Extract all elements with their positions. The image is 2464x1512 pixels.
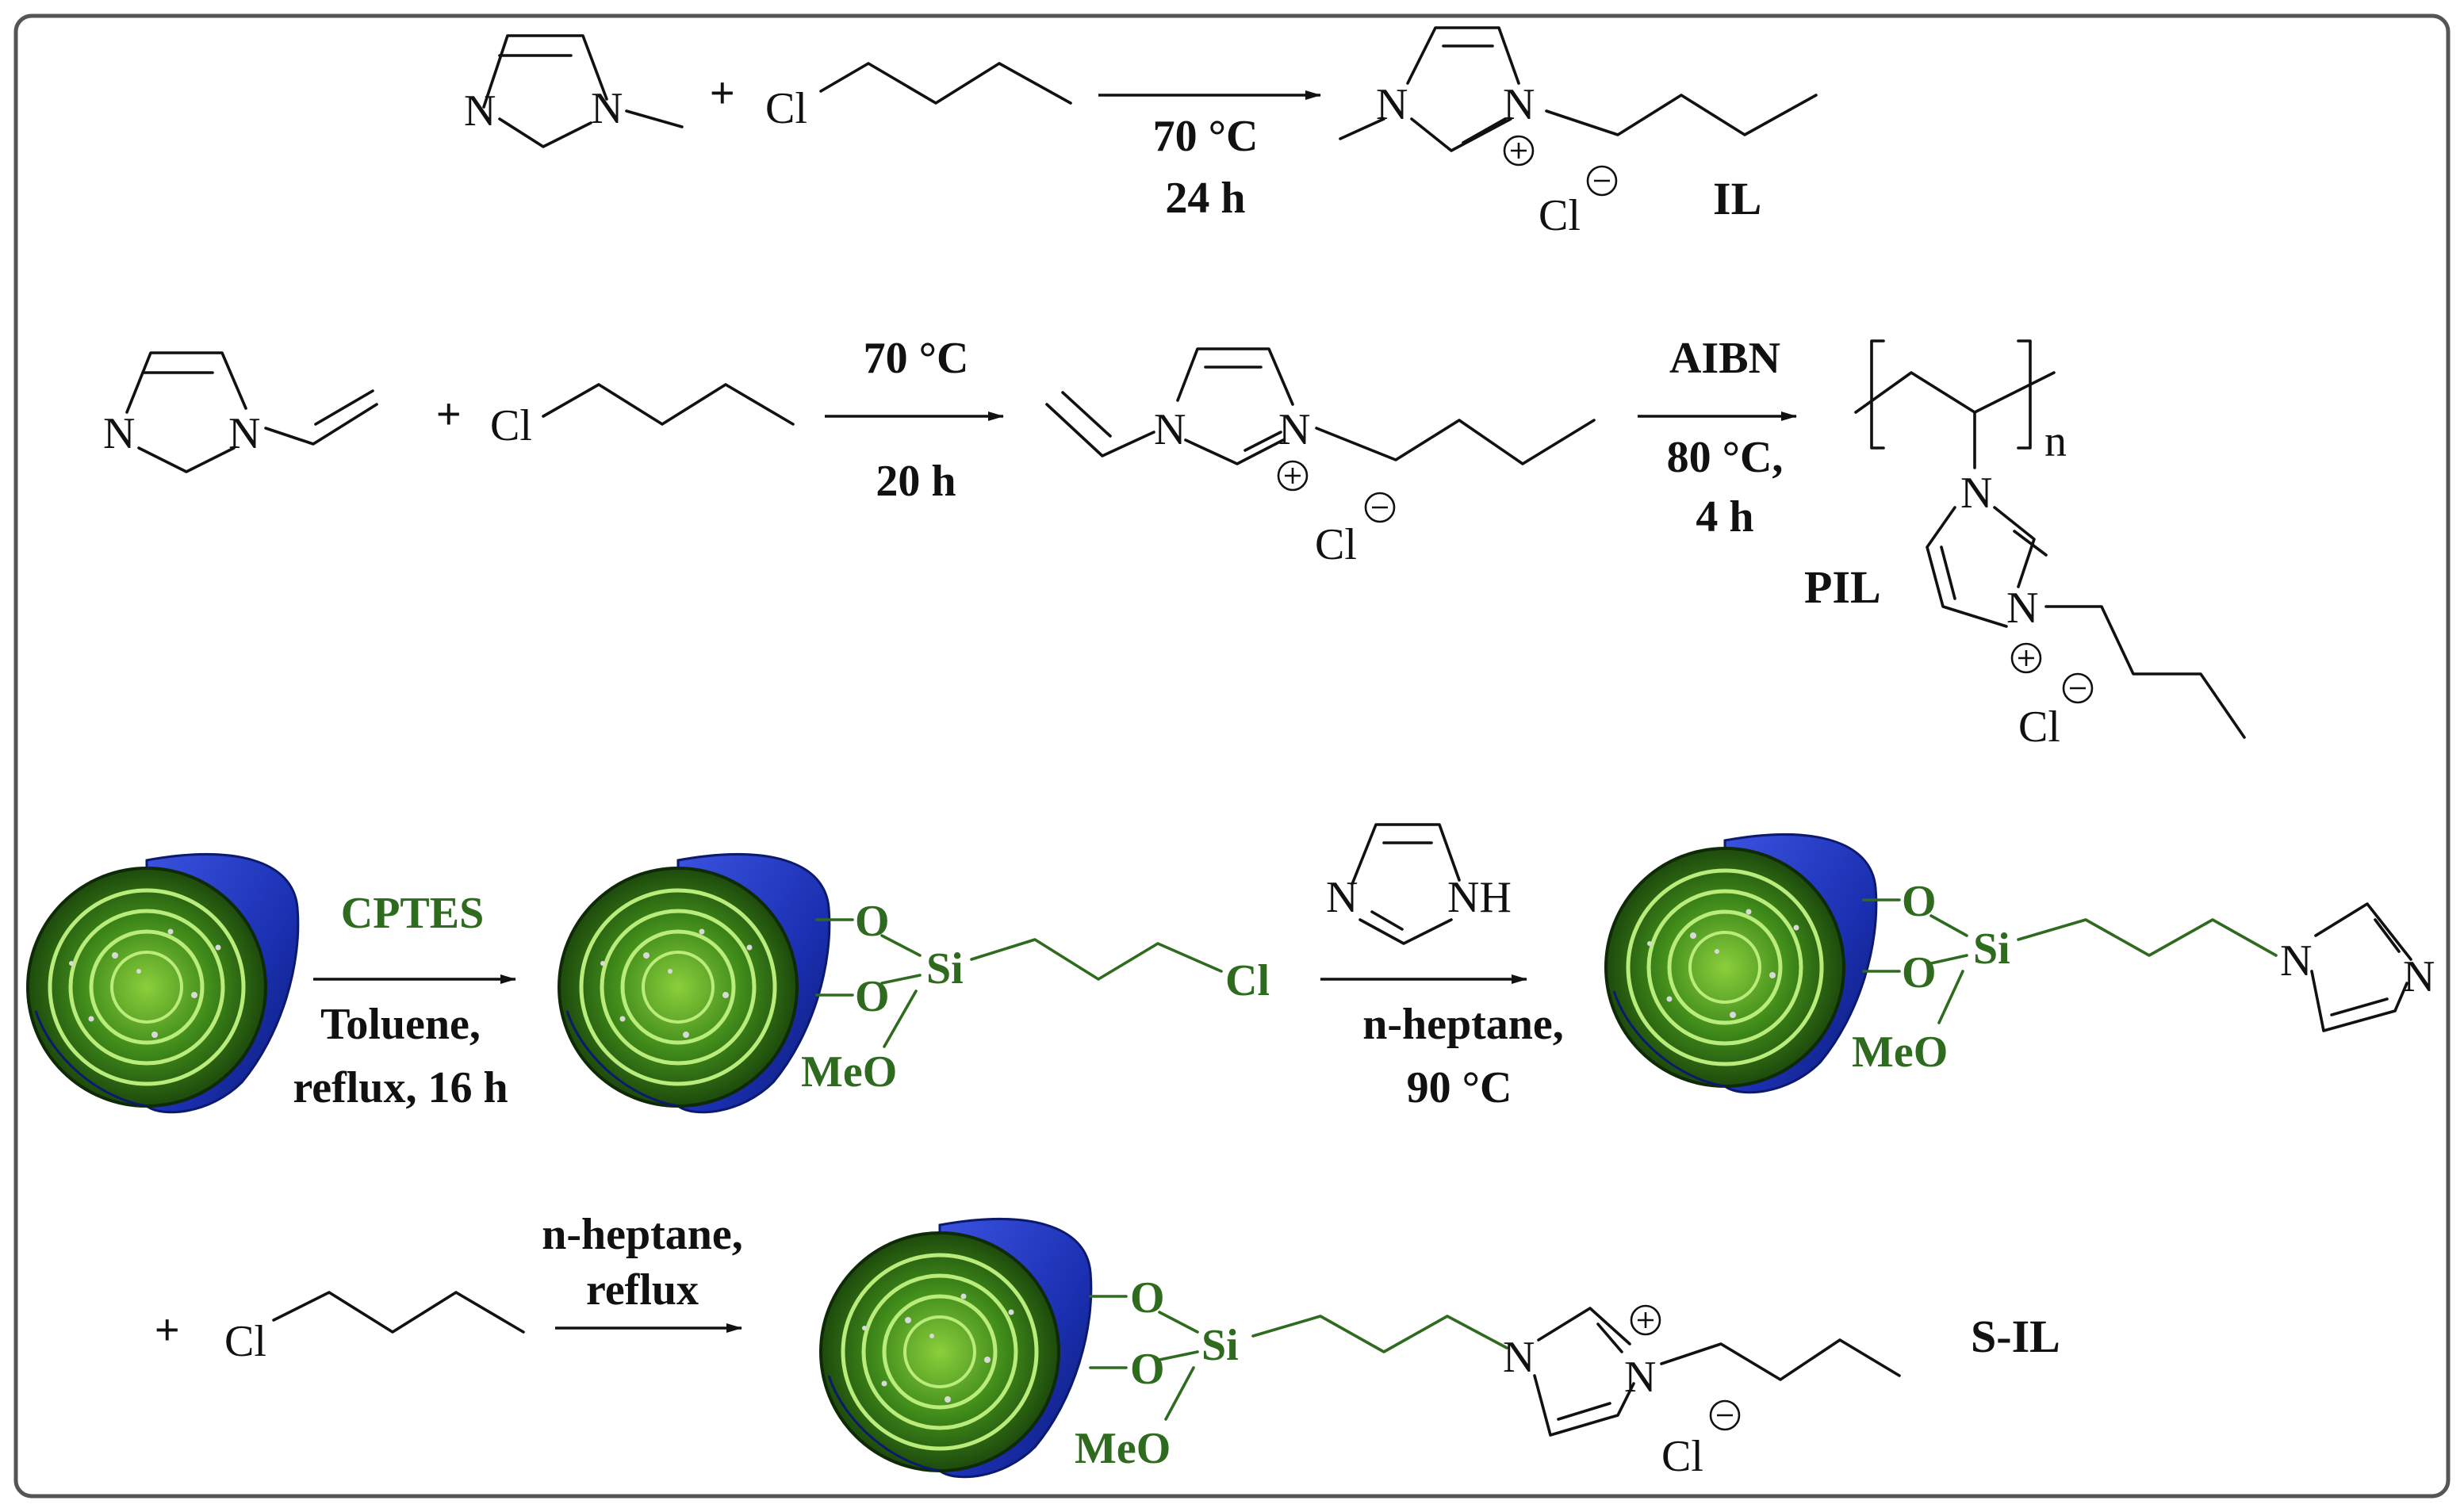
- atom-cl-anion: Cl: [2018, 702, 2060, 752]
- atom-n: N: [1326, 873, 1358, 922]
- atom-n: N: [1278, 405, 1310, 454]
- chlorobutane-molecule: Cl: [224, 1291, 525, 1366]
- imidazole-ring: N N: [2280, 902, 2435, 1032]
- atom-n: N: [1503, 80, 1535, 129]
- reaction-4: + Cl n-heptane, reflux O O Si MeO N: [155, 1210, 2060, 1481]
- atom-o: O: [1902, 877, 1937, 926]
- atom-nh: NH: [1447, 873, 1512, 922]
- scheme-frame: [13, 13, 2451, 1499]
- atom-cl: Cl: [1225, 956, 1270, 1005]
- atom-n: N: [591, 84, 623, 133]
- repeat-unit-subscript: n: [2044, 417, 2067, 466]
- reaction-1: N N + Cl 70 °C 24 h N N Cl: [464, 26, 1818, 240]
- methoxy-group: MeO: [1075, 1424, 1171, 1473]
- atom-n: N: [1960, 469, 1992, 518]
- atom-o: O: [855, 972, 890, 1021]
- vinylbutylimidazolium-molecule: N N Cl: [1045, 347, 1596, 569]
- atom-cl-anion: Cl: [1315, 520, 1357, 569]
- plus-sign: +: [155, 1306, 180, 1353]
- atom-n: N: [1154, 405, 1186, 454]
- atom-cl: Cl: [490, 401, 532, 450]
- condition-solvent: Toluene,: [320, 1000, 481, 1049]
- chlorobutane-molecule: Cl: [765, 62, 1072, 133]
- atom-n: N: [2403, 952, 2435, 1001]
- reaction-3: CPTES Toluene, reflux, 16 h O O Si MeO C…: [28, 823, 2435, 1112]
- atom-n: N: [1624, 1353, 1656, 1402]
- product-label-pil: PIL: [1804, 561, 1881, 613]
- reaction-2: N N + Cl 70 °C 20 h N N Cl: [103, 334, 2246, 752]
- condition-time: 24 h: [1165, 174, 1245, 223]
- atom-o: O: [855, 897, 890, 946]
- condition-time: 20 h: [876, 457, 956, 506]
- atom-cl-anion: Cl: [1539, 191, 1581, 240]
- butylimidazolium-ring: N N Cl: [1503, 1304, 1901, 1481]
- imidazole-molecule: N NH: [1326, 823, 1512, 945]
- condition-temperature: 80 °C,: [1667, 433, 1784, 482]
- atom-n: N: [228, 409, 260, 458]
- product-label-il: IL: [1713, 173, 1761, 224]
- atom-cl: Cl: [224, 1317, 266, 1366]
- atom-n: N: [1503, 1333, 1535, 1382]
- pil-polymer-molecule: N N Cl n: [1854, 339, 2246, 752]
- reagent-cptes: CPTES: [341, 889, 485, 938]
- product-label-s-il: S-IL: [1971, 1311, 2060, 1362]
- methylimidazole-molecule: N N: [464, 34, 684, 148]
- atom-n: N: [464, 86, 496, 136]
- chlorobutane-molecule: Cl: [490, 383, 795, 450]
- condition-temperature: 70 °C: [1153, 112, 1259, 161]
- condition-initiator: AIBN: [1669, 334, 1780, 383]
- atom-cl: Cl: [765, 84, 807, 133]
- atom-n: N: [2280, 936, 2312, 986]
- il-product-molecule: N N Cl: [1339, 26, 1818, 240]
- atom-o: O: [1130, 1345, 1165, 1394]
- condition-reflux: reflux: [586, 1265, 699, 1315]
- condition-temperature: 90 °C: [1407, 1063, 1512, 1112]
- condition-time: 4 h: [1696, 492, 1753, 542]
- condition-solvent: n-heptane,: [1362, 1000, 1564, 1049]
- plus-sign: +: [436, 390, 462, 438]
- atom-n: N: [103, 409, 135, 458]
- methoxy-group: MeO: [1852, 1028, 1948, 1077]
- condition-solvent: n-heptane,: [542, 1210, 743, 1259]
- methoxy-group: MeO: [801, 1047, 897, 1097]
- imidazolylpropyl-silane-graft: O O Si MeO: [1852, 877, 2278, 1077]
- atom-si: Si: [1201, 1321, 1239, 1370]
- chloropropyl-silane-graft: O O Si MeO Cl: [801, 897, 1270, 1097]
- vinylimidazole-molecule: N N: [103, 351, 378, 473]
- atom-cl-anion: Cl: [1661, 1432, 1703, 1481]
- atom-o: O: [1130, 1273, 1165, 1323]
- butylimidazolium-propyl-silane-graft: O O Si MeO: [1075, 1273, 1508, 1473]
- atom-n: N: [1376, 80, 1408, 129]
- atom-o: O: [1902, 948, 1937, 997]
- condition-reflux-time: reflux, 16 h: [293, 1063, 508, 1112]
- plus-sign: +: [710, 69, 735, 117]
- atom-si: Si: [1973, 924, 2010, 974]
- atom-n: N: [2006, 584, 2038, 633]
- atom-si: Si: [926, 944, 964, 993]
- condition-temperature: 70 °C: [864, 334, 969, 383]
